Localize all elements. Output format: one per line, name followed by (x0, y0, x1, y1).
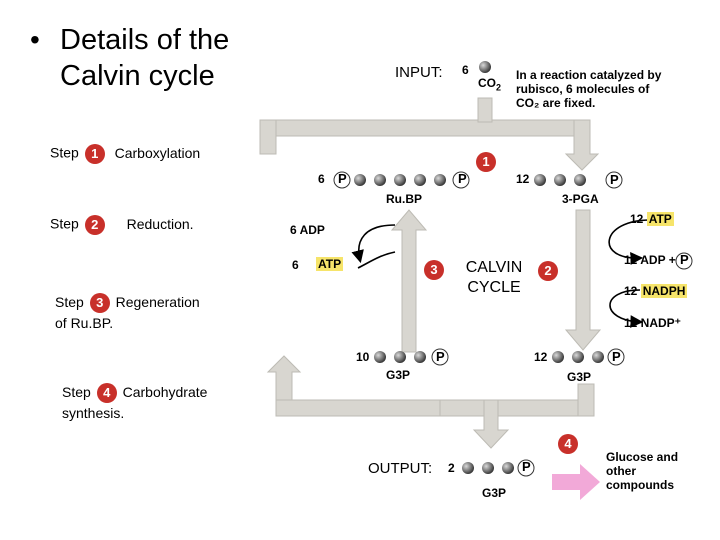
step-3: Step 3 Regeneration of Ru.BP. (55, 292, 200, 333)
nadph-12-count: 12 (624, 284, 638, 298)
cofactor-arrows (351, 219, 651, 328)
nadph-12-label: NADPH (640, 284, 688, 298)
atp-12-label: ATP (646, 212, 674, 226)
rubp-carbon-5 (434, 174, 446, 186)
step-1-name: Carboxylation (114, 144, 201, 161)
diagram-badge-3: 3 (424, 260, 444, 280)
g3p-left-carbon-1 (374, 351, 386, 363)
output-count: 2 (448, 461, 455, 475)
output-result: Glucose and other compounds (606, 450, 679, 492)
rubp-carbon-4 (414, 174, 426, 186)
input-molecule-sub: 2 (496, 82, 502, 93)
g3p-left-p: P (436, 349, 445, 364)
adp-phosphate (675, 252, 693, 270)
pga-carbon-3 (574, 174, 586, 186)
rubp-count: 6 (318, 172, 325, 186)
pga-phosphate (605, 171, 623, 189)
step-4-badge: 4 (96, 383, 117, 404)
adp-6: 6 ADP (290, 223, 325, 237)
g3p-right-count: 12 (534, 350, 548, 364)
g3p-left-count: 10 (356, 350, 370, 364)
g3p-right-carbon-1 (552, 351, 564, 363)
rubp-left-phosphate (333, 171, 351, 189)
rubp-carbon-3 (394, 174, 406, 186)
rubp-carbon-2 (374, 174, 386, 186)
molecule-group (333, 61, 693, 477)
input-note: In a reaction catalyzed by rubisco, 6 mo… (516, 68, 662, 110)
step-3-badge: 3 (89, 293, 110, 314)
co2-carbon-1 (479, 61, 491, 73)
pga-p: P (610, 172, 619, 187)
calvin-cycle-label: CALVIN CYCLE (456, 258, 532, 298)
g3p-right-phosphate (607, 348, 625, 366)
adp-12: 12 ADP + (624, 253, 676, 267)
step-2-word: Step (50, 215, 79, 232)
rubp-p: P (338, 171, 347, 186)
output-label: OUTPUT: (368, 460, 433, 477)
pga-carbon-2 (554, 174, 566, 186)
atp-12-count: 12 (630, 212, 644, 226)
g3p-right-p: P (612, 349, 621, 364)
rubp-p2: P (458, 171, 467, 186)
rubp-label: Ru.BP (386, 192, 422, 206)
input-label: INPUT: (395, 64, 443, 81)
g3p-output-phosphate (517, 459, 535, 477)
title-bullet: • (30, 24, 40, 55)
cycle-line-1: CALVIN (465, 259, 523, 276)
diagram-badge-2: 2 (538, 261, 558, 281)
rubp-carbon-1 (354, 174, 366, 186)
step-3-name2: of Ru.BP. (55, 315, 114, 332)
step-1-word: Step (50, 144, 79, 161)
g3p-output-carbon-2 (482, 462, 494, 474)
g3p-left-carbon-3 (414, 351, 426, 363)
g3p-right-carbon-3 (592, 351, 604, 363)
diagram-badge-4: 4 (558, 434, 578, 454)
g3p-output-carbon-1 (462, 462, 474, 474)
nadp-12: 12 NADP⁺ (624, 316, 682, 330)
step-3-name: Regeneration (115, 294, 200, 310)
step-4-name2: synthesis. (62, 405, 125, 422)
step-4-name: Carbohydrate (122, 384, 208, 400)
diagram-badge-1: 1 (476, 152, 496, 172)
adp-12-p: P (680, 252, 689, 267)
pga-carbon-1 (534, 174, 546, 186)
step-2-name: Reduction. (126, 215, 194, 232)
output-p: P (522, 459, 531, 474)
step-1-badge: 1 (84, 144, 105, 164)
input-molecule: CO2 (478, 76, 501, 92)
g3p-right-carbon-2 (572, 351, 584, 363)
step-2-badge: 2 (84, 215, 105, 235)
cycle-arrows (259, 97, 602, 449)
step-4-word: Step (62, 384, 91, 400)
atp-12: 12 ATP (630, 212, 674, 226)
nadph-12: 12 NADPH (624, 284, 688, 298)
g3p-left-phosphate (431, 348, 449, 366)
output-molecule: G3P (482, 486, 507, 500)
step-2: Step 2 Reduction. (50, 215, 194, 235)
step-4: Step 4 Carbohydrate synthesis. (62, 382, 207, 423)
rubp-right-phosphate (452, 171, 470, 189)
g3p-left-carbon-2 (394, 351, 406, 363)
output-arrow (552, 464, 600, 500)
g3p-output-carbon-3 (502, 462, 514, 474)
input-count: 6 (462, 63, 469, 77)
input-molecule-name: CO (478, 76, 496, 90)
cycle-line-2: CYCLE (467, 279, 521, 296)
step-3-word: Step (55, 294, 84, 310)
atp-6-count: 6 (292, 258, 299, 272)
atp-6-label: ATP (316, 257, 344, 271)
pga-label: 3-PGA (562, 192, 599, 206)
g3p-left-label: G3P (386, 368, 411, 382)
step-1: Step 1 Carboxylation (50, 144, 200, 164)
title-text: Details of the Calvin cycle (60, 24, 230, 92)
pga-count: 12 (516, 172, 530, 186)
g3p-right-label: G3P (567, 370, 592, 384)
